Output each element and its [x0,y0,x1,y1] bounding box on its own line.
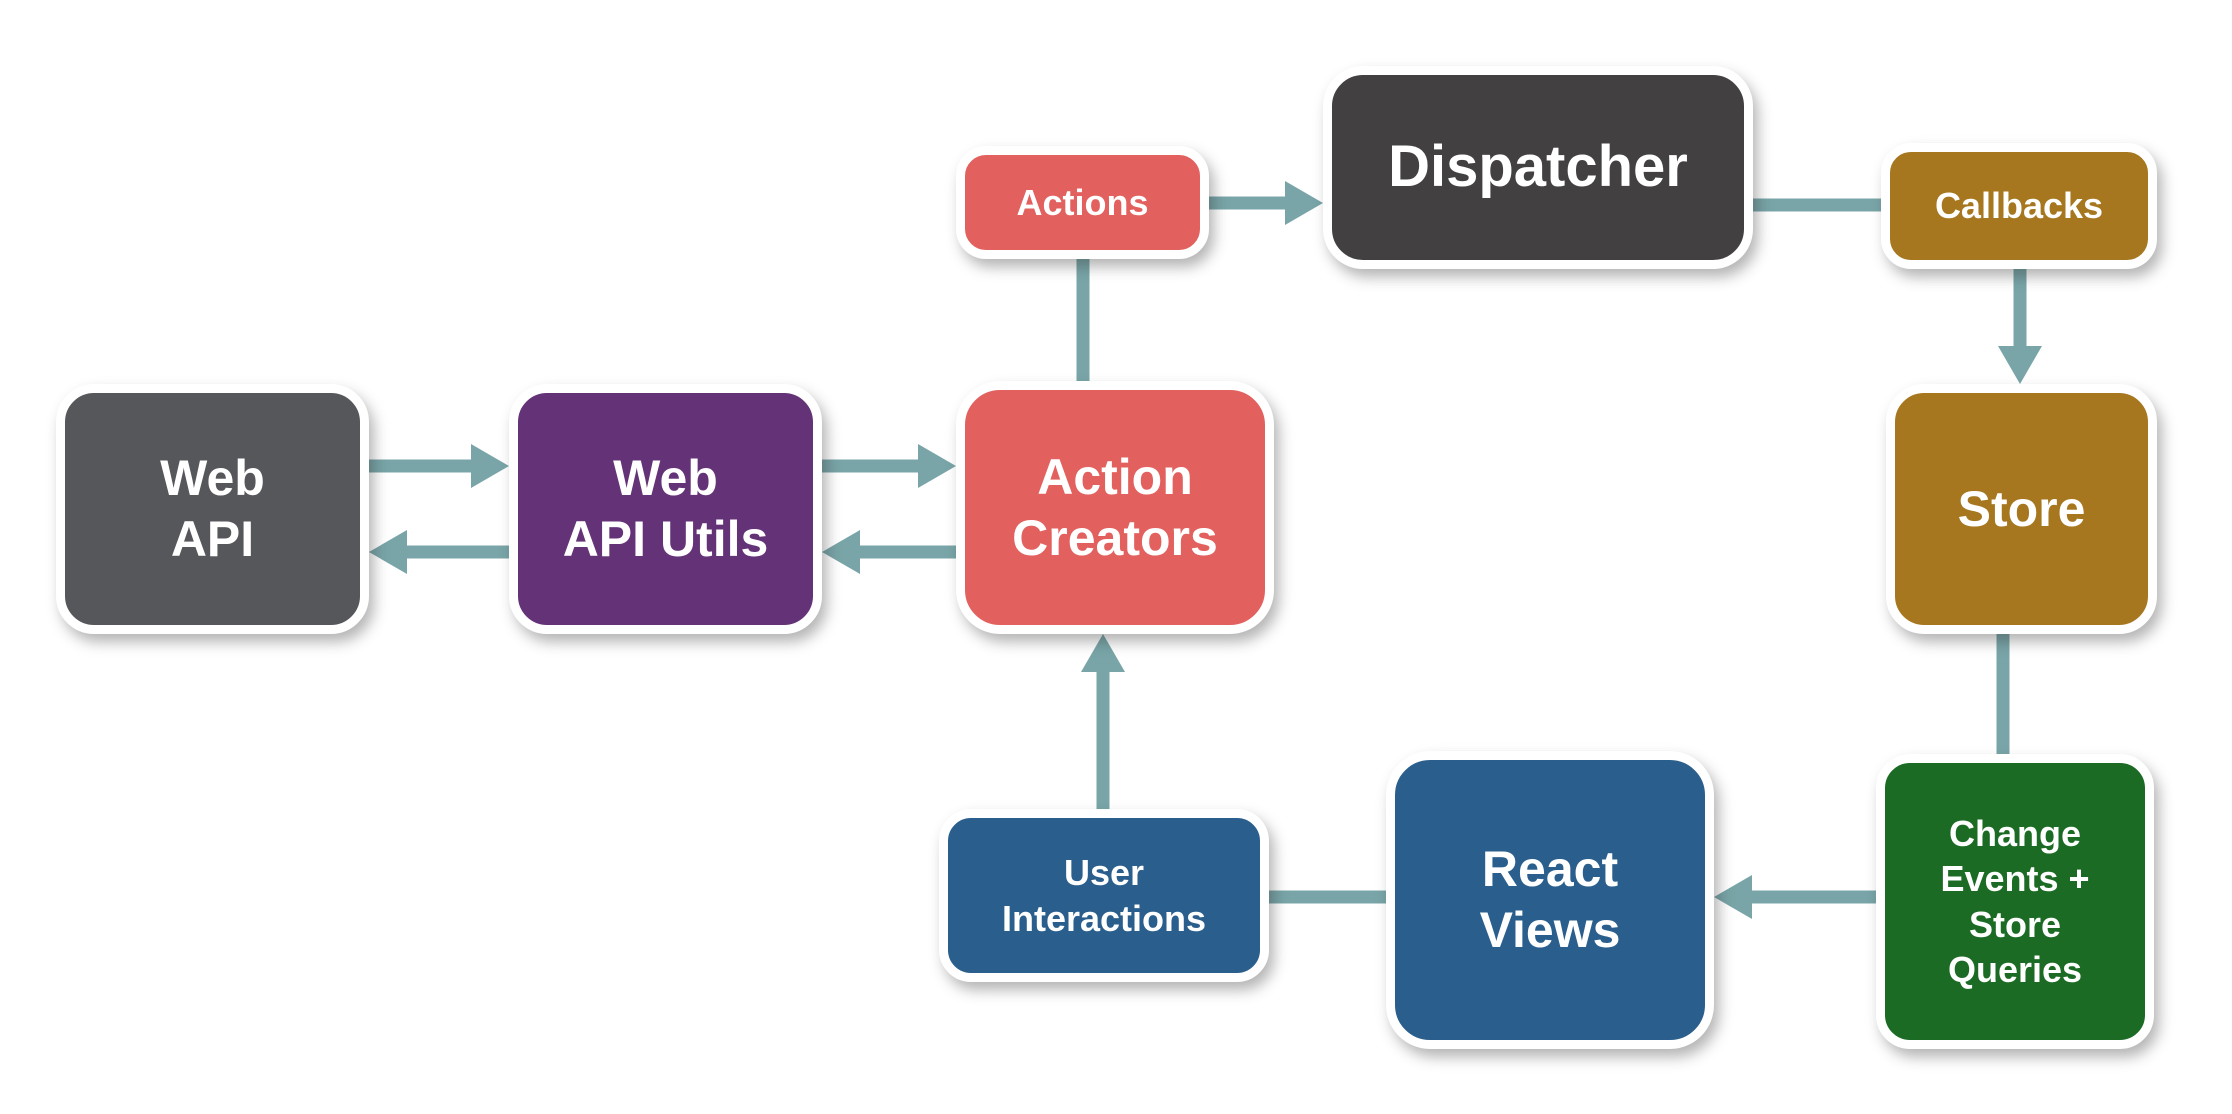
arrowhead-right-icon [471,444,509,488]
node-change-events-label-line1: Change [1948,812,2081,854]
node-dispatcher: Dispatcher [1323,66,1753,269]
node-react-views-label-line1: React [1481,841,1619,897]
connector-userinteractions-to-creators [1081,634,1125,809]
connector-utils-to-webapi [369,530,509,574]
node-actions-label: Actions [1016,181,1149,223]
node-web-api-label-line2: API [170,511,255,567]
node-store: Store [1886,384,2157,634]
node-user-interactions-label-line2: Interactions [1001,897,1207,939]
connector-utils-to-creators [822,444,956,488]
node-change-events-store-queries: Change Events + Store Queries [1876,754,2154,1049]
node-callbacks-label: Callbacks [1934,185,2104,227]
node-web-api-label-line1: Web [160,450,265,506]
arrowhead-left-icon [822,530,860,574]
arrowhead-up-icon [1081,634,1125,672]
connector-changeevents-to-reactviews [1714,875,1876,919]
node-store-label: Store [1957,480,2086,537]
connector-creators-to-utils [822,530,956,574]
node-action-creators-label-line2: Creators [1012,509,1218,566]
arrowhead-left-icon [369,530,407,574]
node-change-events-label-line2: Events + [1940,858,2090,900]
node-web-api-utils-label-line2: API Utils [562,511,769,567]
connector-webapi-to-utils [369,444,509,488]
node-web-api-utils-label-line1: Web [613,450,718,506]
node-callbacks: Callbacks [1881,143,2157,269]
node-user-interactions-label-line1: User [1063,852,1145,894]
node-user-interactions: User Interactions [939,809,1269,982]
node-web-api: Web API [56,384,369,634]
node-change-events-label-line3: Store [1968,903,2062,945]
arrowhead-down-icon [1998,346,2042,384]
node-action-creators-label-line1: Action [1037,448,1193,505]
connector-callbacks-to-store [1998,269,2042,384]
arrowhead-right-icon [1285,181,1323,225]
arrowhead-left-icon [1714,875,1752,919]
node-actions: Actions [956,146,1209,259]
node-web-api-utils: Web API Utils [509,384,822,634]
node-react-views-label-line2: Views [1479,902,1621,958]
node-dispatcher-label: Dispatcher [1388,134,1688,200]
connector-actions-to-dispatcher [1209,181,1323,225]
node-action-creators: Action Creators [956,381,1274,634]
node-react-views: React Views [1386,751,1714,1049]
node-change-events-label-line4: Queries [1947,948,2083,990]
arrowhead-right-icon [918,444,956,488]
